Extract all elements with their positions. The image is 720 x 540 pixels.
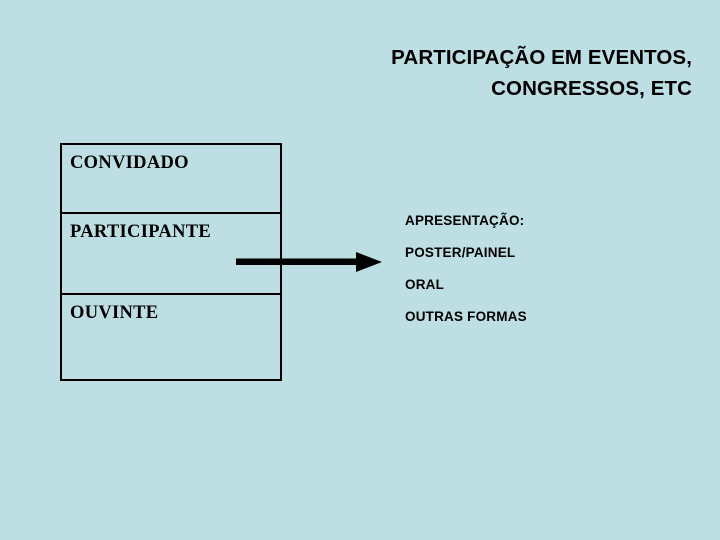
table-row-label-ouvinte: OUVINTE (70, 303, 159, 323)
participation-category-table: CONVIDADO PARTICIPANTE OUVINTE (60, 143, 282, 381)
page-title: PARTICIPAÇÃO EM EVENTOS, CONGRESSOS, ETC (300, 42, 692, 104)
table-row: CONVIDADO (62, 145, 280, 214)
page-title-line-1: PARTICIPAÇÃO EM EVENTOS, (391, 46, 692, 69)
presentation-forms-list: APRESENTAÇÃO: POSTER/PAINEL ORAL OUTRAS … (405, 212, 685, 340)
list-item: POSTER/PAINEL (405, 245, 516, 260)
page-title-line-2: CONGRESSOS, ETC (491, 77, 692, 100)
list-item: APRESENTAÇÃO: (405, 213, 525, 228)
table-row-label-participante: PARTICIPANTE (70, 222, 212, 242)
list-item: OUTRAS FORMAS (405, 309, 527, 324)
table-row: OUVINTE (62, 295, 280, 379)
table-row-label-convidado: CONVIDADO (70, 153, 189, 173)
list-item: ORAL (405, 277, 445, 292)
table-row: PARTICIPANTE (62, 214, 280, 295)
arrow-right-icon (236, 252, 382, 272)
